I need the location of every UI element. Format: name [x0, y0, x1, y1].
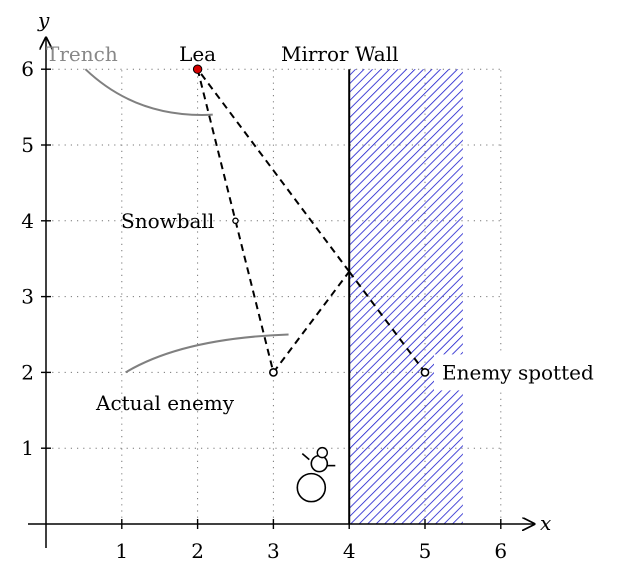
tick-marks	[41, 68, 502, 529]
points	[192, 64, 430, 377]
enemy-spotted-label: Enemy spotted	[442, 360, 594, 384]
lea-point	[192, 64, 203, 74]
y-tick-label: 4	[21, 209, 34, 233]
path-wall-to-lea	[196, 68, 351, 273]
actual-enemy-leader-line	[125, 333, 289, 374]
enemy-spotted-label-background	[434, 354, 618, 391]
snowball-label: Snowball	[121, 209, 214, 233]
y-tick-label: 2	[21, 360, 34, 384]
x-tick-label: 6	[494, 539, 507, 562]
enemy-spotted-point	[420, 367, 430, 377]
x-tick-label: 1	[115, 539, 128, 562]
snowman-icon	[296, 446, 336, 503]
trench-label: Trench	[46, 42, 118, 66]
axes	[28, 38, 534, 548]
x-tick-label: 4	[343, 539, 356, 562]
tick-labels: 1 2 3 4 5 6 1 2 3 4 5 6	[21, 57, 507, 562]
snowman-head	[316, 446, 328, 459]
x-tick-label: 5	[419, 539, 432, 562]
mirror-wall-label: Mirror Wall	[281, 42, 399, 66]
x-tick-label: 3	[267, 539, 280, 562]
y-axis-label: y	[37, 8, 50, 32]
snowman-left-arm	[301, 453, 310, 461]
path-lea-to-snowball	[196, 68, 237, 222]
path-wall-to-spotted	[348, 270, 426, 374]
mirror-wall-region	[349, 69, 463, 524]
trench-leader-line	[84, 68, 213, 116]
x-axis-label: x	[540, 511, 551, 535]
y-tick-label: 5	[21, 133, 34, 157]
lea-label: Lea	[179, 42, 216, 66]
actual-enemy-label: Actual enemy	[95, 391, 235, 415]
snowman-body	[296, 472, 327, 503]
snowball-point	[232, 217, 239, 225]
y-tick-label: 3	[21, 285, 34, 309]
trajectory-lines	[196, 68, 426, 374]
y-tick-label: 6	[21, 57, 34, 81]
snowman-middle	[310, 454, 329, 473]
y-tick-label: 1	[21, 436, 34, 460]
x-tick-label: 2	[191, 539, 204, 562]
path-snowball-to-enemy	[234, 220, 275, 373]
path-enemy-to-wall	[272, 270, 350, 374]
actual-enemy-point	[268, 367, 278, 377]
